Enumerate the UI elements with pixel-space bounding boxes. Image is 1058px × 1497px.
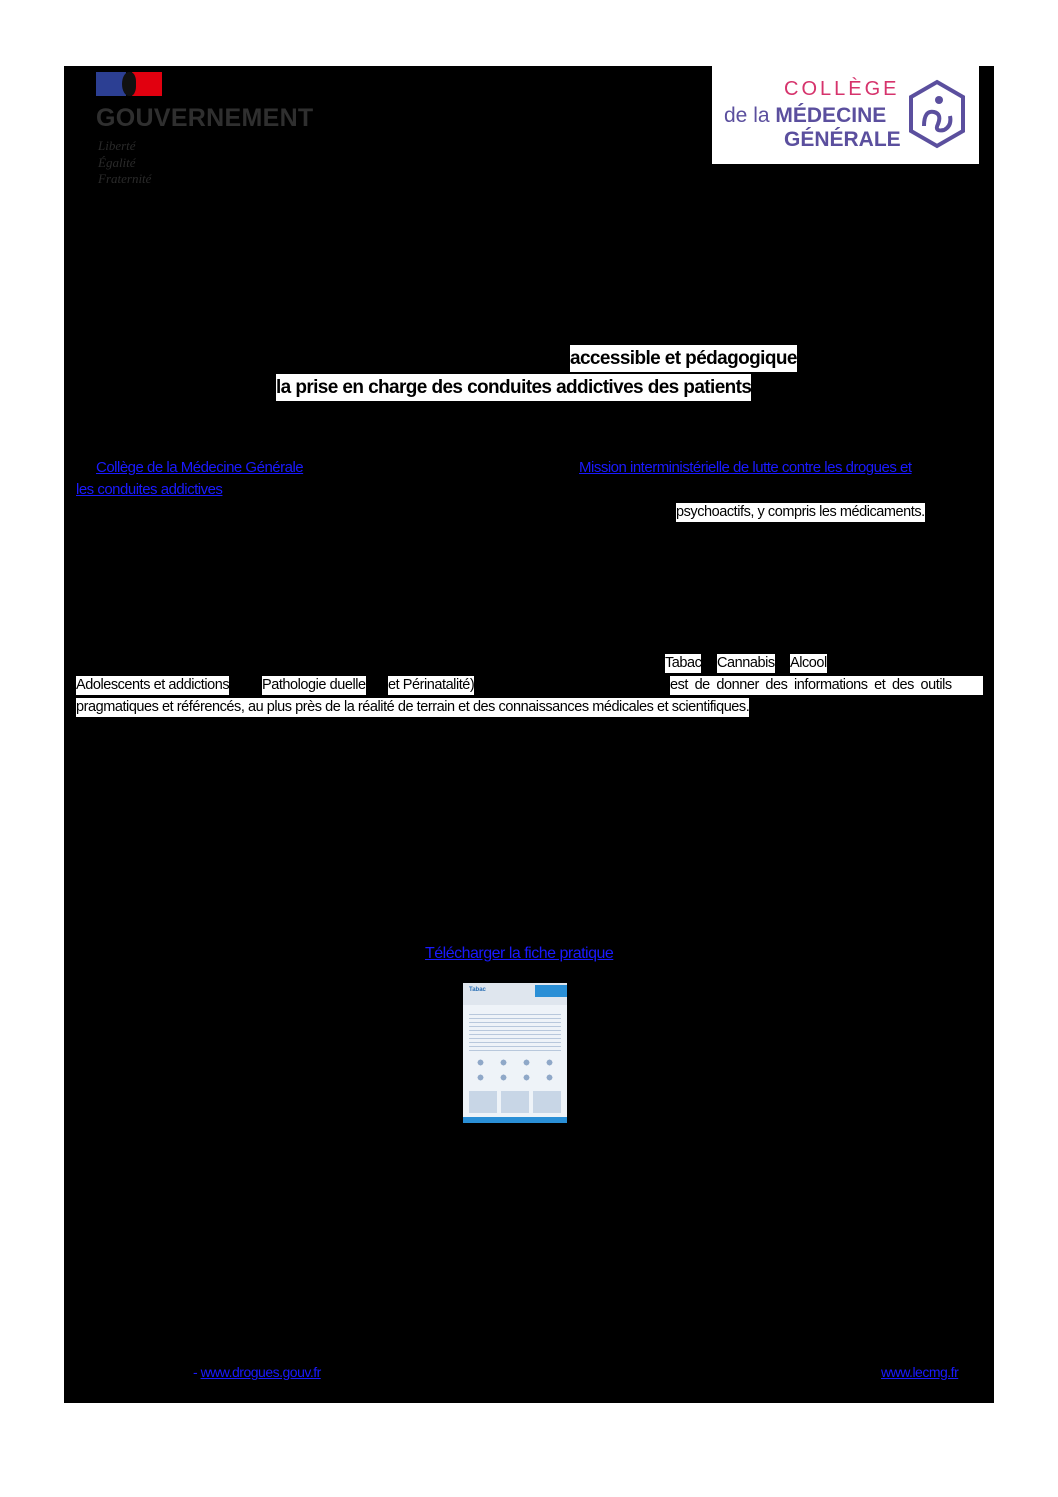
topic-cannabis: Cannabis xyxy=(717,654,775,673)
cmg-logo-prefix: de la xyxy=(724,104,770,127)
thumb-boxes xyxy=(469,1091,561,1113)
cmg-logo-medecine: MÉDECINE xyxy=(775,104,887,127)
highlight-prise-en-charge: la prise en charge des conduites addicti… xyxy=(276,374,752,401)
document-page: GOUVERNEMENT Liberté Égalité Fraternité … xyxy=(64,66,994,1403)
cmg-logo-line3: GÉNÉRALE xyxy=(784,128,901,151)
highlight-accessible: accessible et pédagogique xyxy=(570,345,797,372)
link-college-medecine-generale[interactable]: Collège de la Médecine Générale xyxy=(96,459,304,476)
gov-motto: Liberté Égalité Fraternité xyxy=(98,138,152,186)
topic-alcool: Alcool xyxy=(790,654,827,673)
thumb-text xyxy=(469,1011,561,1051)
cmg-logo-line2: de la MÉDECINE xyxy=(724,104,886,128)
topic-adolescents: Adolescents et addictions xyxy=(76,676,230,695)
gov-name: GOUVERNEMENT xyxy=(96,104,314,132)
fiche-thumbnail[interactable]: Tabac xyxy=(463,983,567,1123)
topic-perinatalite: et Périnatalité) xyxy=(388,676,475,695)
footer-drogues: - www.drogues.gouv.fr xyxy=(193,1362,321,1382)
goal-text-1: est de donner des informations et des ou… xyxy=(670,676,983,695)
thumb-badge xyxy=(535,985,567,997)
thumb-footer xyxy=(463,1117,567,1123)
footer-dash: - xyxy=(193,1364,201,1380)
cmg-logo-line1: COLLÈGE xyxy=(784,78,900,100)
cmg-logo: COLLÈGE de la MÉDECINE GÉNÉRALE xyxy=(712,66,979,164)
marianne-flag-icon xyxy=(96,72,162,96)
link-lecmg[interactable]: www.lecmg.fr xyxy=(881,1364,959,1380)
link-mildeca-cont[interactable]: les conduites addictives xyxy=(76,481,223,498)
topic-tabac: Tabac xyxy=(665,654,702,673)
text-psychoactifs: psychoactifs, y compris les médicaments. xyxy=(676,503,925,522)
thumb-icons xyxy=(469,1055,561,1085)
download-fiche-link[interactable]: Télécharger la fiche pratique xyxy=(425,945,614,962)
link-mildeca[interactable]: Mission interministérielle de lutte cont… xyxy=(579,459,912,476)
gouvernement-logo: GOUVERNEMENT Liberté Égalité Fraternité xyxy=(96,70,326,186)
topic-pathologie-duelle: Pathologie duelle xyxy=(262,676,366,695)
link-drogues-gouv[interactable]: www.drogues.gouv.fr xyxy=(200,1364,322,1380)
thumb-title: Tabac xyxy=(469,987,486,993)
cmg-hexagon-icon xyxy=(909,79,965,149)
goal-text-2: pragmatiques et référencés, au plus près… xyxy=(76,698,750,717)
